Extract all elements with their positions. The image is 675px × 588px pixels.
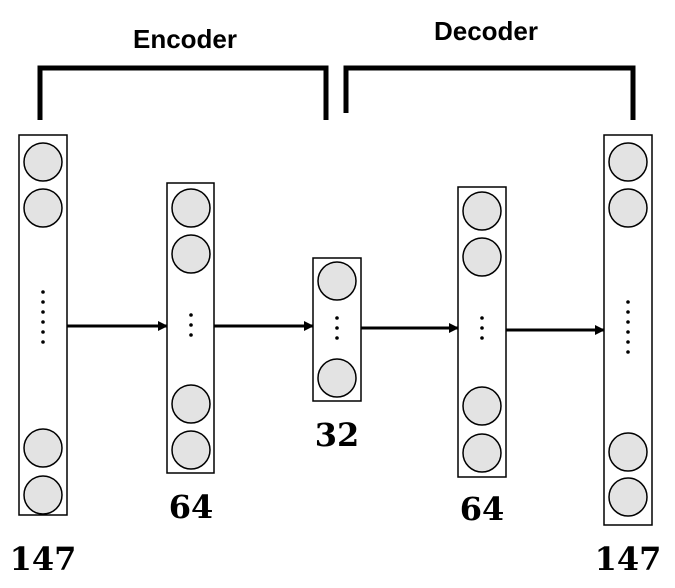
neuron-node [608,188,648,228]
layer-output-size: 147 [595,540,662,578]
neuron-node [171,188,211,228]
encoder-bracket-line [37,65,329,120]
layer-hidden-1: 64 [166,182,215,526]
neuron-node [608,477,648,517]
layer-hidden-1-box [166,182,215,474]
layer-bottleneck-size: 32 [315,416,360,454]
layer-output: 147 [595,134,662,578]
neuron-node [317,261,357,301]
ellipsis-dots [626,300,630,354]
neuron-node [608,142,648,182]
decoder-label: Decoder [434,16,538,46]
ellipsis-dots [335,316,339,340]
layer-input: 147 [10,134,77,578]
neuron-node [462,433,502,473]
layer-hidden-1-size: 64 [169,488,214,526]
layer-hidden-2-size: 64 [460,490,505,528]
neuron-node [23,428,63,468]
layer-bottleneck: 32 [312,257,362,454]
neuron-node [462,191,502,231]
connection-arrows [67,321,605,335]
neuron-node [171,430,211,470]
ellipsis-dots [41,290,45,344]
encoder-bracket: Encoder [37,24,329,120]
neuron-node [462,237,502,277]
encoder-label: Encoder [133,24,237,54]
ellipsis-dots [189,313,193,337]
neuron-node [462,386,502,426]
decoder-bracket: Decoder [343,16,636,120]
neuron-node [23,142,63,182]
neuron-node [171,234,211,274]
layer-hidden-2-box [457,186,507,478]
neuron-node [23,475,63,515]
neuron-node [608,432,648,472]
ellipsis-dots [480,316,484,340]
neuron-node [171,384,211,424]
layer-hidden-2: 64 [457,186,507,528]
layer-input-size: 147 [10,540,77,578]
decoder-bracket-line [343,65,636,120]
neuron-node [23,188,63,228]
neuron-node [317,358,357,398]
